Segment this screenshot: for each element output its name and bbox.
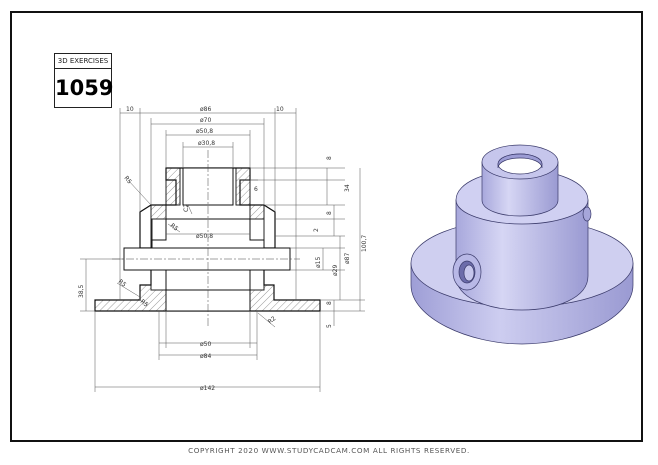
dim-c2: C2 bbox=[183, 204, 190, 212]
exercise-number: 1059 bbox=[55, 76, 114, 100]
dim-10-left: 10 bbox=[126, 106, 134, 113]
body-side bbox=[455, 199, 589, 311]
dim-d30-8: ø30,8 bbox=[198, 140, 215, 147]
inner-bore bbox=[182, 167, 234, 206]
dim-d29: ø29 bbox=[332, 265, 339, 276]
right-nub bbox=[582, 206, 592, 222]
exercise-title-box: 3D EXERCISES 1059 bbox=[54, 53, 114, 108]
exercise-category-label: 3D EXERCISES bbox=[57, 57, 109, 65]
dim-d50-8-top: ø50,8 bbox=[196, 128, 213, 135]
dim-8-top: 8 bbox=[326, 156, 333, 160]
dim-d86: ø86 bbox=[200, 106, 211, 113]
dimension-labels: ø86 ø70 ø50,8 ø30,8 ø50,8 ø50 ø84 ø142 1… bbox=[78, 106, 368, 392]
dim-8-mid: 8 bbox=[326, 211, 333, 215]
dim-d50-8-mid: ø50,8 bbox=[196, 233, 213, 240]
dim-100-7: 100,7 bbox=[361, 235, 368, 252]
dim-d70: ø70 bbox=[200, 117, 211, 124]
dim-d87: ø87 bbox=[344, 253, 351, 264]
dim-r5-c: R5 bbox=[117, 278, 128, 289]
dim-2: 2 bbox=[313, 228, 320, 232]
title-divider bbox=[55, 68, 111, 69]
dim-10-right: 10 bbox=[276, 106, 284, 113]
dim-r5-d: R5 bbox=[139, 298, 150, 309]
dim-r5-a: R5 bbox=[122, 175, 133, 186]
side-hole-inner bbox=[463, 264, 475, 282]
dim-6: 6 bbox=[254, 186, 258, 193]
dim-d50: ø50 bbox=[200, 341, 211, 348]
dimension-lines bbox=[80, 108, 365, 392]
section-view bbox=[94, 150, 321, 326]
dim-d15: ø15 bbox=[315, 257, 322, 268]
dim-r5-b: R5 bbox=[169, 222, 180, 233]
isometric-model bbox=[410, 144, 634, 345]
dim-34: 34 bbox=[344, 184, 351, 192]
dim-38-5: 38,5 bbox=[78, 284, 85, 298]
copyright-notice: COPYRIGHT 2020 WWW.STUDYCADCAM.COM ALL R… bbox=[188, 446, 470, 455]
neck-bore-inside bbox=[497, 153, 543, 169]
dim-5: 5 bbox=[326, 324, 333, 328]
dim-8-low: 8 bbox=[326, 301, 333, 305]
dim-d84: ø84 bbox=[200, 353, 211, 360]
dim-d142: ø142 bbox=[200, 385, 215, 392]
dim-r2: R2 bbox=[267, 315, 278, 326]
